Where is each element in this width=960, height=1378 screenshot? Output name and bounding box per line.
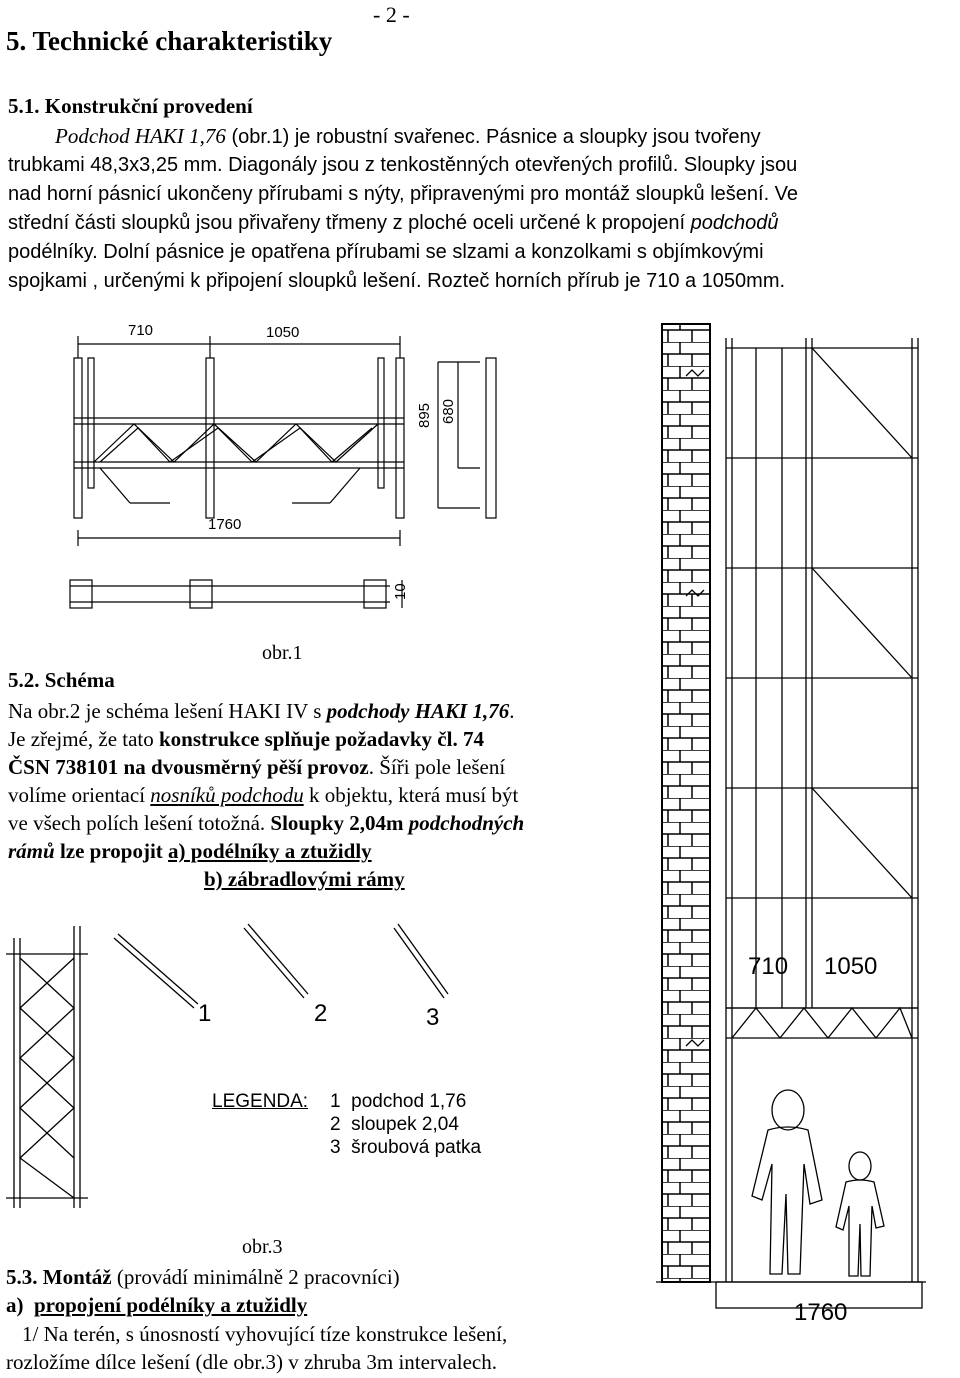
s51-line-1: Podchod HAKI 1,76 (obr.1) je robustní sv… bbox=[55, 124, 761, 148]
figure-2-drawing bbox=[656, 323, 926, 1309]
s53-line-2: rozložíme dílce lešení (dle obr.3) v zhr… bbox=[6, 1350, 497, 1374]
fig3-number-2: 2 bbox=[314, 1000, 328, 1027]
s51-line-5: podélníky. Dolní pásnice je opatřena pří… bbox=[8, 241, 764, 263]
page-number: - 2 - bbox=[373, 2, 410, 27]
fig3-caption: obr.3 bbox=[242, 1236, 283, 1258]
fig1-dim-895: 895 bbox=[416, 402, 433, 428]
fig3-legend-title: LEGENDA: bbox=[212, 1091, 309, 1112]
fig3-number-1: 1 bbox=[198, 1000, 212, 1027]
fig3-legend-item-3: 3 šroubová patka bbox=[330, 1137, 482, 1158]
fig3-legend-item-2: 2 sloupek 2,04 bbox=[330, 1114, 459, 1135]
s52-line-5: ve všech polích lešení totožná. Sloupky … bbox=[8, 811, 525, 835]
s53-line-1: 1/ Na terén, s únosností vyhovující tíze… bbox=[22, 1322, 508, 1346]
s53-subheading-a: a) propojení podélníky a ztužidly bbox=[6, 1293, 308, 1317]
figure-1-drawing bbox=[69, 336, 497, 609]
subsection-heading-5-2: 5.2. Schéma bbox=[8, 668, 115, 692]
fig1-dim-1760: 1760 bbox=[208, 516, 242, 533]
s51-line-4: střední části sloupků jsou přivařeny třm… bbox=[8, 212, 779, 234]
s51-line-6: spojkami , určenými k připojení sloupků … bbox=[8, 270, 786, 292]
s52-line-1: Na obr.2 je schéma lešení HAKI IV s podc… bbox=[8, 699, 515, 723]
s52-line-7: b) zábradlovými rámy bbox=[204, 867, 405, 891]
fig1-dim-10: 10 bbox=[392, 583, 409, 600]
fig2-dim-1050: 1050 bbox=[824, 953, 878, 980]
s51-line-3: nad horní pásnicí ukončeny přírubami s n… bbox=[8, 183, 799, 205]
subsection-heading-5-1: 5.1. Konstrukční provedení bbox=[8, 94, 253, 118]
fig3-number-3: 3 bbox=[426, 1004, 440, 1031]
fig1-caption: obr.1 bbox=[262, 642, 303, 664]
s52-line-4: volíme orientací nosníků podchodu k obje… bbox=[8, 783, 519, 807]
s52-line-3: ČSN 738101 na dvousměrný pěší provoz. Ší… bbox=[8, 755, 506, 779]
subsection-heading-5-3: 5.3. Montáž (provádí minimálně 2 pracovn… bbox=[6, 1265, 400, 1289]
section-title: 5. Technické charakteristiky bbox=[6, 26, 333, 56]
s52-line-2: Je zřejmé, že tato konstrukce splňuje po… bbox=[8, 727, 484, 751]
fig1-dim-1050: 1050 bbox=[266, 324, 300, 341]
figure-3-drawing bbox=[6, 923, 449, 1208]
fig2-dim-1760: 1760 bbox=[794, 1299, 848, 1326]
fig1-dim-710: 710 bbox=[128, 322, 154, 339]
s52-line-6: rámů lze propojit a) podélníky a ztužidl… bbox=[8, 839, 372, 863]
fig2-dim-710: 710 bbox=[748, 953, 789, 980]
fig3-legend-item-1: 1 podchod 1,76 bbox=[330, 1091, 467, 1112]
s51-line-2: trubkami 48,3x3,25 mm. Diagonály jsou z … bbox=[8, 154, 798, 176]
fig1-dim-680: 680 bbox=[440, 398, 457, 424]
